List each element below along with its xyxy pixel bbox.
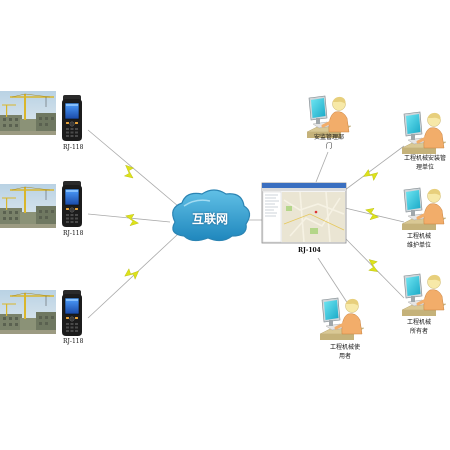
owner-workstation-icon: [400, 272, 448, 318]
server-label: RJ-104: [298, 247, 321, 254]
install-unit-label: 工程机械安装管理单位: [403, 155, 446, 171]
owner-label: 工程机械所有者: [406, 319, 431, 335]
user-workstation-icon: [318, 296, 366, 342]
link-user: [317, 257, 353, 311]
construction-site-photo-1: [0, 90, 57, 136]
lightning-bolt-icon: [119, 162, 139, 182]
lightning-bolt-icon: [361, 165, 381, 185]
handheld-terminal-icon-3: [61, 289, 83, 337]
connection-lines: [87, 129, 405, 319]
handheld-terminal-icon-2: [61, 180, 83, 228]
link-handheld-3: [87, 233, 179, 319]
supervision-label: 安监管理部门: [314, 134, 345, 150]
maintenance-unit-workstation-icon: [400, 186, 448, 232]
handheld-label-2: RJ-118: [63, 230, 84, 237]
server-software-window: [261, 182, 347, 244]
construction-site-photo-3: [0, 289, 57, 335]
supervision-workstation-icon: [305, 94, 353, 140]
user-label: 工程机械使用者: [330, 344, 361, 360]
link-supervision: [315, 151, 329, 183]
handheld-label-3: RJ-118: [63, 338, 84, 345]
internet-label: 互联网: [192, 212, 229, 226]
install-unit-workstation-icon: [400, 110, 448, 156]
maintenance-unit-label: 工程机械维护单位: [406, 233, 431, 249]
lightning-bolt-icon: [363, 206, 381, 222]
internet-cloud-icon: [172, 189, 251, 242]
construction-site-photo-2: [0, 183, 57, 229]
lightning-bolt-icon: [122, 264, 142, 284]
handheld-terminal-icon-1: [61, 94, 83, 142]
handheld-label-1: RJ-118: [63, 144, 84, 151]
link-install: [344, 145, 405, 191]
lightning-bolt-icon: [123, 212, 141, 228]
